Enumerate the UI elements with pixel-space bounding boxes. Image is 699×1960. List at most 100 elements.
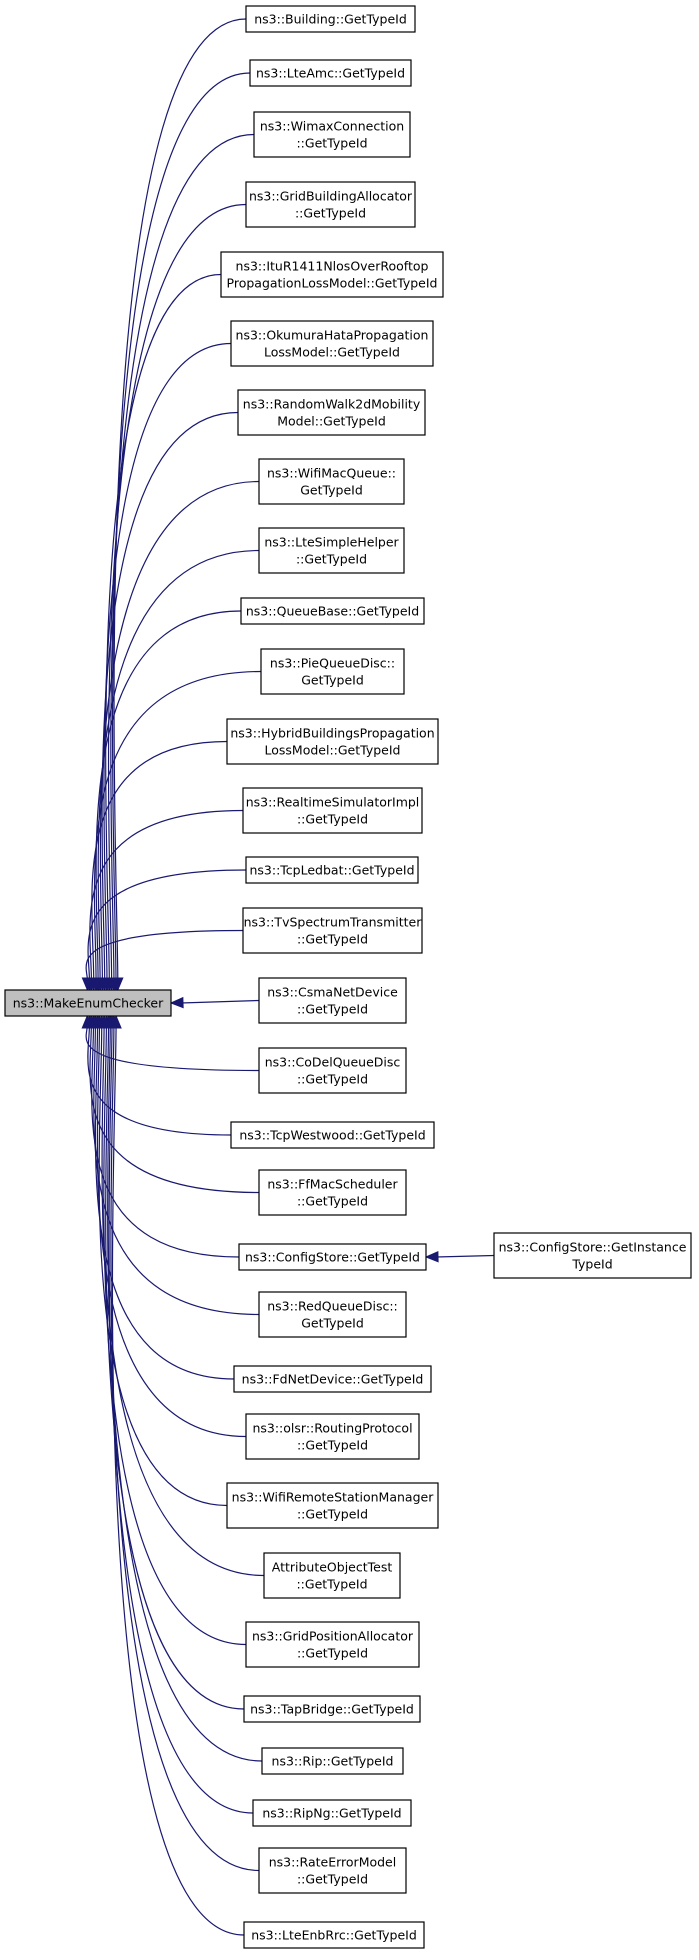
node-n14[interactable]: ns3::TcpLedbat::GetTypeId (245, 856, 419, 884)
node-box (258, 458, 405, 505)
node-label: ::GetTypeId (296, 552, 367, 567)
edge-n21-to-root (93, 1025, 260, 1316)
node-label: ns3::CsmaNetDevice (267, 985, 398, 1000)
node-label: ::GetTypeId (297, 1646, 368, 1661)
node-label: ns3::olsr::RoutingProtocol (252, 1421, 412, 1436)
node-label: ns3::TvSpectrumTransmitter (244, 915, 423, 930)
node-label: GetTypeId (301, 1316, 364, 1331)
node-box (243, 1695, 421, 1723)
edge-n24-to-root (98, 1025, 228, 1507)
node-n7[interactable]: ns3::RandomWalk2dMobilityModel::GetTypeI… (237, 389, 426, 436)
edge-n16-to-root (180, 999, 260, 1004)
node-box (245, 181, 416, 228)
node-label: ns3::WifiMacQueue:: (267, 466, 396, 481)
node-n21[interactable]: ns3::RedQueueDisc::GetTypeId (258, 1291, 407, 1338)
arrowhead (169, 996, 184, 1009)
node-n15[interactable]: ns3::TvSpectrumTransmitter::GetTypeId (242, 907, 423, 954)
node-label: GetTypeId (300, 483, 363, 498)
node-n23[interactable]: ns3::olsr::RoutingProtocol::GetTypeId (245, 1413, 420, 1460)
node-label: ::GetTypeId (297, 1507, 368, 1522)
node-label: ns3::FdNetDevice::GetTypeId (242, 1372, 424, 1387)
edges-layer (81, 18, 495, 1936)
node-box (260, 648, 405, 695)
edge-n30-to-root (110, 1025, 260, 1872)
edge-n14-to-root (87, 869, 247, 981)
edge-n1-to-root (113, 18, 247, 981)
node-box (263, 1552, 401, 1599)
root-node[interactable]: ns3::MakeEnumChecker (4, 989, 172, 1017)
edge-n4-to-root (107, 203, 247, 981)
node-box (242, 787, 423, 834)
node-n13[interactable]: ns3::RealtimeSimulatorImpl::GetTypeId (242, 787, 423, 834)
node-n27[interactable]: ns3::TapBridge::GetTypeId (243, 1695, 421, 1723)
node-label: LossModel::GetTypeId (265, 743, 401, 758)
node-n30[interactable]: ns3::RateErrorModel::GetTypeId (258, 1847, 407, 1894)
node-label: ::GetTypeId (297, 812, 368, 827)
node-n1[interactable]: ns3::Building::GetTypeId (245, 5, 416, 33)
node-label: ns3::LteSimpleHelper (264, 535, 399, 550)
node-n25[interactable]: AttributeObjectTest::GetTypeId (263, 1552, 401, 1599)
node-box (243, 1921, 425, 1949)
node-n17[interactable]: ns3::CoDelQueueDisc::GetTypeId (258, 1047, 407, 1094)
node-box (240, 597, 425, 625)
node-label: ::GetTypeId (296, 136, 367, 151)
node-box (253, 111, 411, 158)
node-box (493, 1232, 692, 1279)
edge-n5-to-root (105, 273, 222, 981)
arrowhead (110, 1014, 122, 1029)
node-n4[interactable]: ns3::GridBuildingAllocator::GetTypeId (245, 181, 416, 228)
node-n11[interactable]: ns3::PieQueueDisc::GetTypeId (260, 648, 405, 695)
node-n26[interactable]: ns3::GridPositionAllocator::GetTypeId (245, 1621, 420, 1668)
node-box (245, 856, 419, 884)
node-label: ns3::RedQueueDisc:: (267, 1299, 398, 1314)
node-label: ::GetTypeId (297, 1438, 368, 1453)
node-box (258, 1047, 407, 1094)
node-n10[interactable]: ns3::QueueBase::GetTypeId (240, 597, 425, 625)
node-label: ns3::WimaxConnection (260, 119, 404, 134)
node-box (220, 251, 444, 298)
node-label: ::GetTypeId (297, 932, 368, 947)
node-label: ns3::MakeEnumChecker (13, 996, 164, 1011)
node-label: ns3::ItuR1411NlosOverRooftop (236, 259, 429, 274)
node-label: ns3::PieQueueDisc:: (270, 656, 395, 671)
node-box (258, 1169, 407, 1216)
node-n12[interactable]: ns3::HybridBuildingsPropagationLossModel… (226, 718, 439, 765)
edge-n20-to-root (91, 1025, 240, 1258)
node-box (252, 1799, 412, 1827)
node-label: ns3::ConfigStore::GetTypeId (245, 1250, 420, 1265)
node-label: ns3::CoDelQueueDisc (265, 1055, 401, 1070)
edge-n8-to-root (99, 480, 260, 981)
node-label: ns3::OkumuraHataPropagation (236, 328, 429, 343)
node-n2[interactable]: ns3::LteAmc::GetTypeId (249, 59, 412, 87)
edge-n2-to-root (111, 72, 251, 981)
node-n18[interactable]: ns3::TcpWestwood::GetTypeId (230, 1121, 435, 1149)
node-n16[interactable]: ns3::CsmaNetDevice::GetTypeId (258, 977, 407, 1024)
node-n19[interactable]: ns3::FfMacScheduler::GetTypeId (258, 1169, 407, 1216)
node-label: PropagationLossModel::GetTypeId (227, 276, 438, 291)
node-n24[interactable]: ns3::WifiRemoteStationManager::GetTypeId (226, 1482, 439, 1529)
node-n20[interactable]: ns3::ConfigStore::GetTypeId (238, 1243, 427, 1271)
node-label: ::GetTypeId (297, 1002, 368, 1017)
edge-n32-to-n20 (435, 1254, 495, 1258)
node-n29[interactable]: ns3::RipNg::GetTypeId (252, 1799, 412, 1827)
node-label: ns3::FfMacScheduler (267, 1177, 398, 1192)
nodes-layer: ns3::MakeEnumChecker ns3::Building::GetTy… (4, 5, 692, 1949)
node-n28[interactable]: ns3::Rip::GetTypeId (261, 1747, 404, 1775)
node-box (230, 320, 434, 367)
node-label: ns3::TcpLedbat::GetTypeId (249, 863, 414, 878)
node-n9[interactable]: ns3::LteSimpleHelper::GetTypeId (258, 527, 405, 574)
node-label: ns3::LteAmc::GetTypeId (256, 66, 405, 81)
node-n3[interactable]: ns3::WimaxConnection::GetTypeId (253, 111, 411, 158)
node-n31[interactable]: ns3::LteEnbRrc::GetTypeId (243, 1921, 425, 1949)
node-n6[interactable]: ns3::OkumuraHataPropagationLossModel::Ge… (230, 320, 434, 367)
edge-n7-to-root (101, 411, 239, 981)
node-label: ns3::ConfigStore::GetInstance (499, 1240, 687, 1255)
node-label: ::GetTypeId (297, 1194, 368, 1209)
root-node-box (4, 989, 172, 1017)
node-n22[interactable]: ns3::FdNetDevice::GetTypeId (233, 1365, 432, 1393)
edge-n6-to-root (103, 342, 232, 981)
node-n8[interactable]: ns3::WifiMacQueue::GetTypeId (258, 458, 405, 505)
node-n5[interactable]: ns3::ItuR1411NlosOverRooftopPropagationL… (220, 251, 444, 298)
